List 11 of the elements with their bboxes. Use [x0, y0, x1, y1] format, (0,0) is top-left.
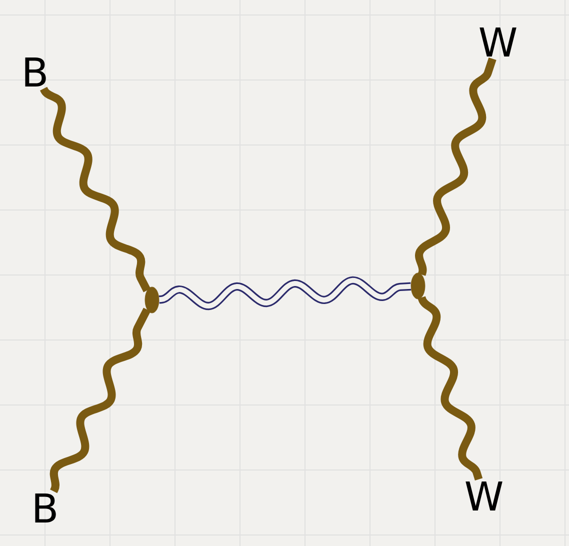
- wavy-line: [418, 295, 483, 480]
- particle-label: B: [25, 57, 46, 87]
- wavy-line: [415, 57, 496, 277]
- particle-label: B: [35, 493, 56, 523]
- vertex-dot: [144, 286, 160, 314]
- wavy-line: [50, 308, 151, 494]
- vertex-dot: [410, 272, 426, 300]
- wavy-line: [40, 86, 151, 292]
- particle-label: W: [480, 27, 516, 57]
- particle-label: W: [466, 481, 502, 511]
- double-wavy-line: [157, 276, 412, 310]
